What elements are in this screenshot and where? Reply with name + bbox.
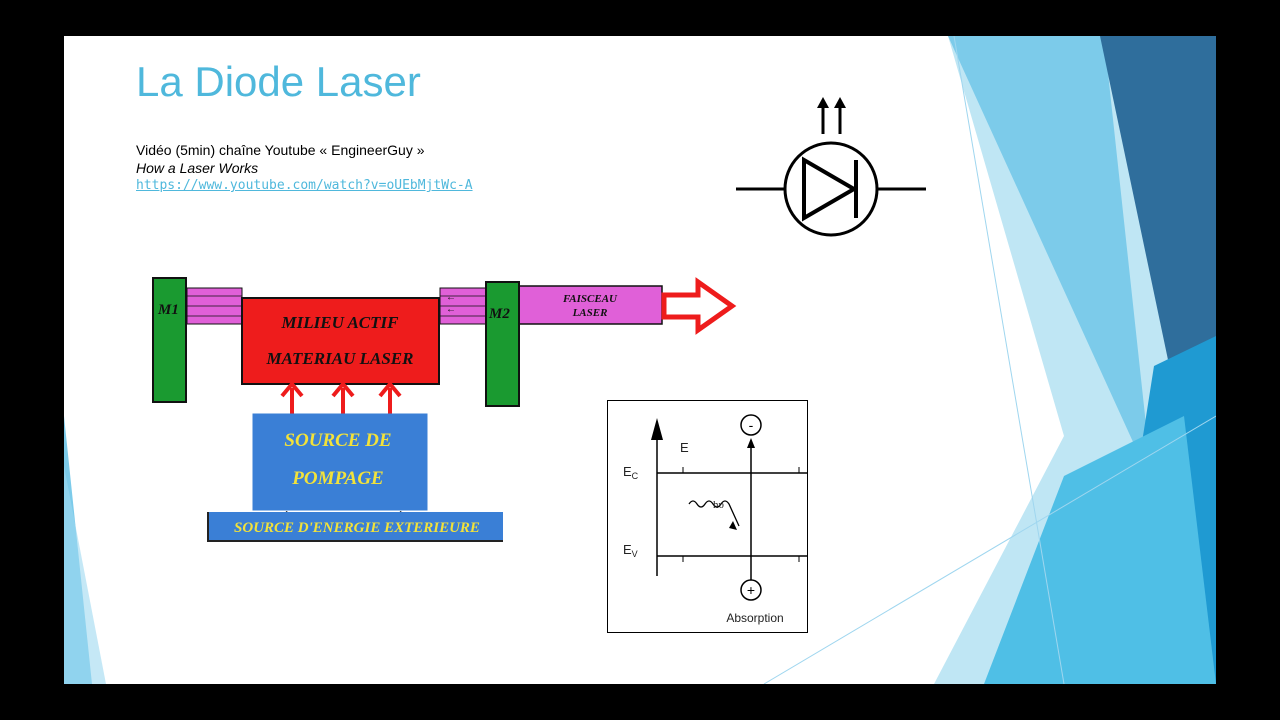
energy-source-label: SOURCE D'ENERGIE EXTERIEURE xyxy=(234,520,480,536)
mirror-m1 xyxy=(152,277,187,403)
slide-title: La Diode Laser xyxy=(136,58,421,105)
photon-label: hυ xyxy=(713,499,725,511)
svg-text:←: ← xyxy=(446,292,456,303)
conduction-band-label: EC xyxy=(623,464,639,481)
laser-diagram: ← ← M1 M2 MILIEU ACTIF MATERIAU LASER FA… xyxy=(152,277,737,540)
laser-diode-symbol-icon xyxy=(736,97,926,237)
band-diagram: E EC EV - + hυ Absorption xyxy=(607,400,808,633)
hole-icon xyxy=(740,579,762,601)
pump-arrows xyxy=(280,380,402,416)
mirror-m1-label: M1 xyxy=(157,302,179,318)
active-medium-box xyxy=(241,297,440,385)
active-medium-label-2: MATERIAU LASER xyxy=(266,349,414,368)
facet-cyan xyxy=(984,416,1216,684)
band-diagram-caption: Absorption xyxy=(726,611,783,625)
slide-decoration xyxy=(64,36,1216,684)
svg-text:←: ← xyxy=(446,304,456,315)
hollow-arrow-icon xyxy=(661,277,737,335)
energy-source-box: SOURCE D'ENERGIE EXTERIEURE xyxy=(207,512,503,542)
mirror-m2-label: M2 xyxy=(488,306,510,322)
band-diagram-frame xyxy=(607,400,808,633)
beam-label-2: LASER xyxy=(572,307,608,319)
energy-axis-label: E xyxy=(680,440,689,455)
electron-sign: - xyxy=(749,417,754,433)
pump-source-label-1: SOURCE DE xyxy=(284,430,391,451)
slide: La Diode Laser Vidéo (5min) chaîne Youtu… xyxy=(64,36,1216,684)
energy-source-label-wrap: SOURCE D'ENERGIE EXTERIEURE xyxy=(234,520,480,536)
active-medium-label-1: MILIEU ACTIF xyxy=(281,313,400,332)
photon-wave-icon xyxy=(688,500,740,527)
video-link[interactable]: https://www.youtube.com/watch?v=oUEbMjtW… xyxy=(136,178,473,193)
beam-label-1: FAISCEAU xyxy=(562,293,618,305)
pump-source-box xyxy=(252,413,428,511)
valence-band-label: EV xyxy=(623,542,638,559)
electron-icon xyxy=(740,414,762,436)
facet-mid xyxy=(948,36,1174,684)
video-title: How a Laser Works xyxy=(136,160,259,176)
facet-line xyxy=(763,415,1216,684)
hole-sign: + xyxy=(747,582,755,598)
facet-left xyxy=(64,466,106,684)
pump-source-label-2: POMPAGE xyxy=(291,468,383,489)
facet-line xyxy=(953,36,1065,684)
video-description: Vidéo (5min) chaîne Youtube « EngineerGu… xyxy=(136,142,425,158)
mirror-m2 xyxy=(485,281,520,407)
